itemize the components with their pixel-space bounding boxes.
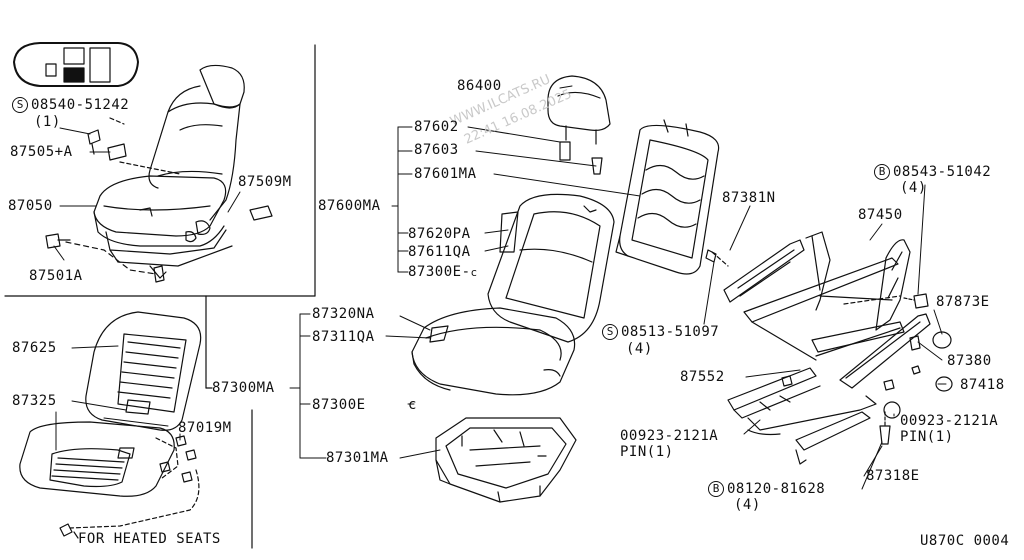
leader-lines-left <box>53 127 241 261</box>
screw-symbol-08540: S <box>12 97 28 113</box>
pin-label-left: PIN(1) <box>620 444 674 460</box>
part-label-00923-2121a-left[interactable]: 00923-2121A <box>620 428 719 444</box>
part-label-87300e-top[interactable]: 87300E-c <box>408 264 478 280</box>
heated-seats-note: FOR HEATED SEATS <box>78 531 221 547</box>
part-label-87381n[interactable]: 87381N <box>722 190 776 206</box>
cushion-frame-illustration <box>435 417 577 503</box>
part-label-87418[interactable]: 87418 <box>960 377 1005 393</box>
part-label-08513-51097[interactable]: 08513-51097 <box>621 324 720 340</box>
qty-label-08543: (4) <box>900 180 927 196</box>
headrest-illustration <box>547 75 611 175</box>
bolt-symbol-08120: B <box>708 481 724 497</box>
screw-symbol-08513: S <box>602 324 618 340</box>
part-label-87600ma[interactable]: 87600MA <box>318 198 381 214</box>
part-label-87300e-mid[interactable]: 87300E <box>312 397 366 413</box>
vehicle-location-icon <box>13 42 139 87</box>
diagram-code: U870C 0004 <box>920 533 1010 549</box>
part-label-87601ma[interactable]: 87601MA <box>414 166 477 182</box>
panel-frames <box>4 44 316 549</box>
seat-adjuster-illustration <box>723 231 953 465</box>
part-label-86400[interactable]: 86400 <box>457 78 502 94</box>
part-label-87380[interactable]: 87380 <box>947 353 992 369</box>
qty-label-08120: (4) <box>734 497 761 513</box>
part-label-87325[interactable]: 87325 <box>12 393 57 409</box>
seatback-pad-illustration <box>487 193 615 343</box>
seat-cushion-illustration <box>411 307 576 396</box>
qty-label-08513: (4) <box>626 341 653 357</box>
part-label-87602[interactable]: 87602 <box>414 119 459 135</box>
part-label-87019m[interactable]: 87019M <box>178 420 232 436</box>
part-label-87625[interactable]: 87625 <box>12 340 57 356</box>
leader-lines-right <box>385 85 947 490</box>
part-label-87300ma[interactable]: 87300MA <box>212 380 275 396</box>
bracket-lines <box>289 126 413 459</box>
part-label-87873e[interactable]: 87873E <box>936 294 990 310</box>
part-label-87050[interactable]: 87050 <box>8 198 53 214</box>
clip-symbol-mid: c <box>408 397 417 413</box>
part-label-08120-81628[interactable]: 08120-81628 <box>727 481 826 497</box>
seatback-frame-illustration <box>615 119 729 275</box>
part-label-87501a[interactable]: 87501A <box>29 268 83 284</box>
part-label-87603[interactable]: 87603 <box>414 142 459 158</box>
bolt-symbol-08543: B <box>874 164 890 180</box>
part-label-87552[interactable]: 87552 <box>680 369 725 385</box>
part-label-08540-51242[interactable]: 08540-51242 <box>31 97 130 113</box>
part-label-08543-51042[interactable]: 08543-51042 <box>893 164 992 180</box>
part-label-87611qa[interactable]: 87611QA <box>408 244 471 260</box>
qty-label-08540: (1) <box>34 114 61 130</box>
seat-assembly-illustration <box>45 64 273 283</box>
part-label-87505-a[interactable]: 87505+A <box>10 144 73 160</box>
heated-seat-illustration <box>19 311 202 539</box>
part-label-87509m[interactable]: 87509M <box>238 174 292 190</box>
part-label-87620pa[interactable]: 87620PA <box>408 226 471 242</box>
pin-label-right: PIN(1) <box>900 429 954 445</box>
part-label-87311qa[interactable]: 87311QA <box>312 329 375 345</box>
part-label-87301ma[interactable]: 87301MA <box>326 450 389 466</box>
part-label-87450[interactable]: 87450 <box>858 207 903 223</box>
clip-symbol: c <box>470 266 478 279</box>
part-label-87320na[interactable]: 87320NA <box>312 306 375 322</box>
part-label-87318e[interactable]: 87318E <box>866 468 920 484</box>
part-label-00923-2121a-right[interactable]: 00923-2121A <box>900 413 999 429</box>
leader-lines-bottom-left <box>55 345 181 451</box>
